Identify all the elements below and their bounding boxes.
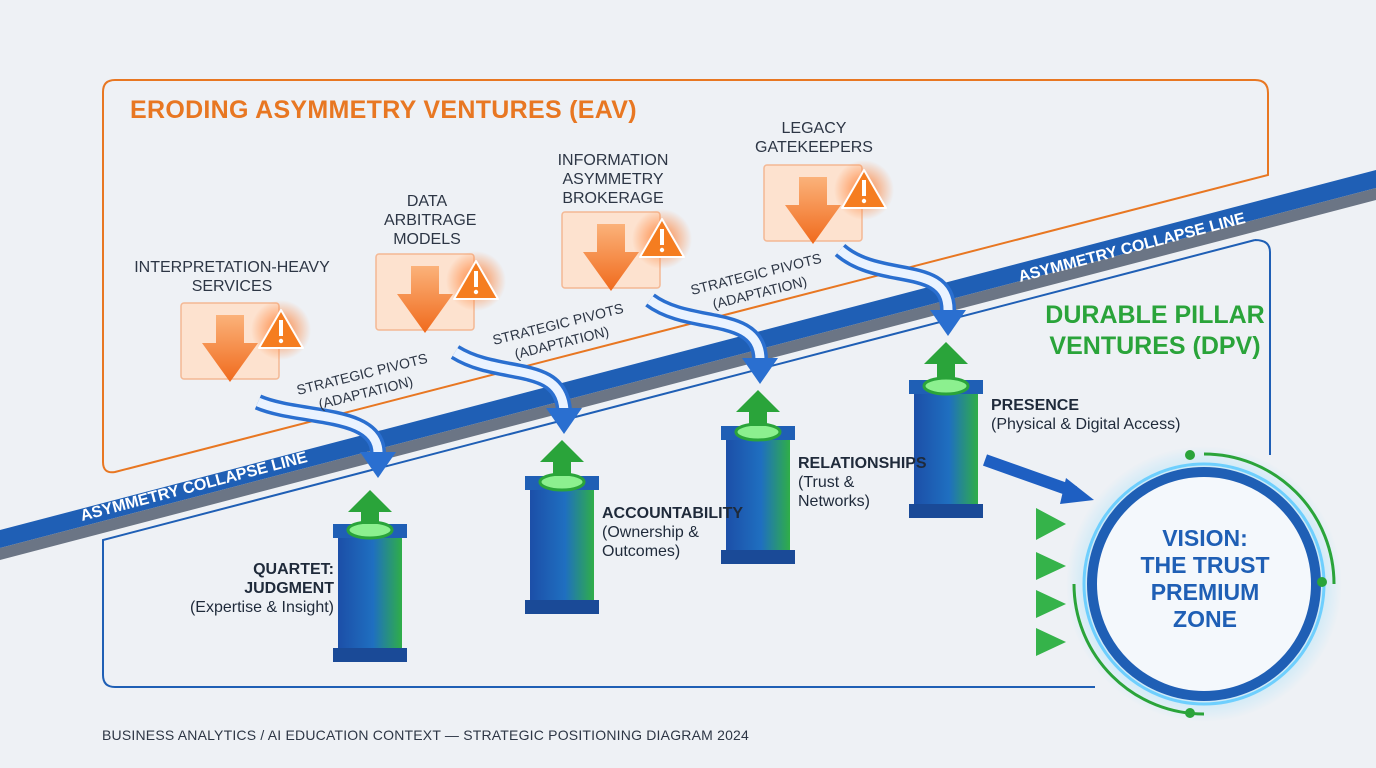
vision-line3: PREMIUM [1150, 579, 1260, 605]
eav-label-information-brokerage: INFORMATION ASYMMETRY BROKERAGE [557, 152, 669, 207]
eav-frame [102, 79, 1269, 474]
pillar-4-detail: (Physical & Digital Access) [991, 416, 1181, 433]
flow-arrows [395, 454, 1094, 656]
dpv-title-line1: DURABLE PILLAR [1045, 301, 1265, 329]
up-arrow-icon [348, 490, 392, 524]
pillar-1-name-line2: JUDGMENT [244, 580, 334, 597]
down-arrow-icon [785, 177, 841, 244]
pillar-4 [909, 342, 983, 518]
pillar-3-detail-line2: Networks) [798, 493, 871, 510]
vision-line4: ZONE [1173, 606, 1237, 632]
eav-label-legacy-gatekeepers: LEGACY GATEKEEPERS [755, 120, 873, 156]
pivot-arrow-1 [254, 394, 396, 478]
collapse-line [0, 170, 1376, 560]
pillar-label-relationships: RELATIONSHIPS (Trust & Networks) [798, 454, 938, 511]
dpv-title-line2: VENTURES (DPV) [1049, 332, 1261, 360]
dpv-frame [102, 239, 1271, 688]
pillar-1 [333, 490, 407, 662]
pillar-1-detail: (Expertise & Insight) [189, 599, 334, 616]
pillar-label-judgment: QUARTET: JUDGMENT (Expertise & Insight) [180, 560, 334, 617]
down-arrow-icon [397, 266, 453, 333]
pillar-3 [721, 390, 795, 564]
pillar-3-name: RELATIONSHIPS [798, 455, 927, 472]
eav-box-3 [561, 209, 692, 291]
vision-line2: THE TRUST [1140, 552, 1270, 578]
up-arrow-icon [924, 342, 968, 378]
pillar-4-name: PRESENCE [991, 397, 1080, 414]
up-arrow-icon [736, 390, 780, 426]
pillar-2-name: ACCOUNTABILITY [602, 505, 744, 522]
pillar-3-detail-line1: (Trust & [798, 474, 855, 491]
vision-label: VISION: THE TRUST PREMIUM ZONE [1100, 525, 1310, 633]
eav-box-4 [763, 160, 894, 244]
pivot-arrow-2 [450, 345, 582, 434]
down-arrow-icon [202, 315, 258, 382]
up-arrow-icon [540, 440, 584, 476]
eav-label-interpretation: INTERPRETATION-HEAVY SERVICES [134, 259, 330, 295]
eav-label-data-arbitrage: DATA ARBITRAGE MODELS [384, 193, 477, 248]
down-arrow-icon [583, 224, 639, 291]
eav-box-1 [180, 300, 311, 382]
pillar-2 [525, 440, 599, 614]
pillar-label-accountability: ACCOUNTABILITY (Ownership & Outcomes) [602, 504, 744, 561]
pillar-1-name-line1: QUARTET: [253, 561, 334, 578]
pillar-label-presence: PRESENCE (Physical & Digital Access) [991, 396, 1211, 434]
dpv-title: DURABLE PILLAR VENTURES (DPV) [1040, 300, 1270, 362]
eav-title: ERODING ASYMMETRY VENTURES (EAV) [130, 96, 637, 124]
pillar-2-detail-line1: (Ownership & [602, 524, 699, 541]
pivot-arrow-3 [645, 293, 778, 384]
eav-box-2 [375, 251, 506, 333]
vision-line1: VISION: [1162, 525, 1248, 551]
vision-circle [1066, 446, 1342, 722]
footer-caption: BUSINESS ANALYTICS / AI EDUCATION CONTEX… [102, 727, 750, 743]
pillar-2-detail-line2: Outcomes) [602, 543, 681, 560]
pivot-arrow-4 [834, 243, 966, 336]
collapse-line-label-right: ASYMMETRY COLLAPSE LINE [1017, 210, 1248, 286]
